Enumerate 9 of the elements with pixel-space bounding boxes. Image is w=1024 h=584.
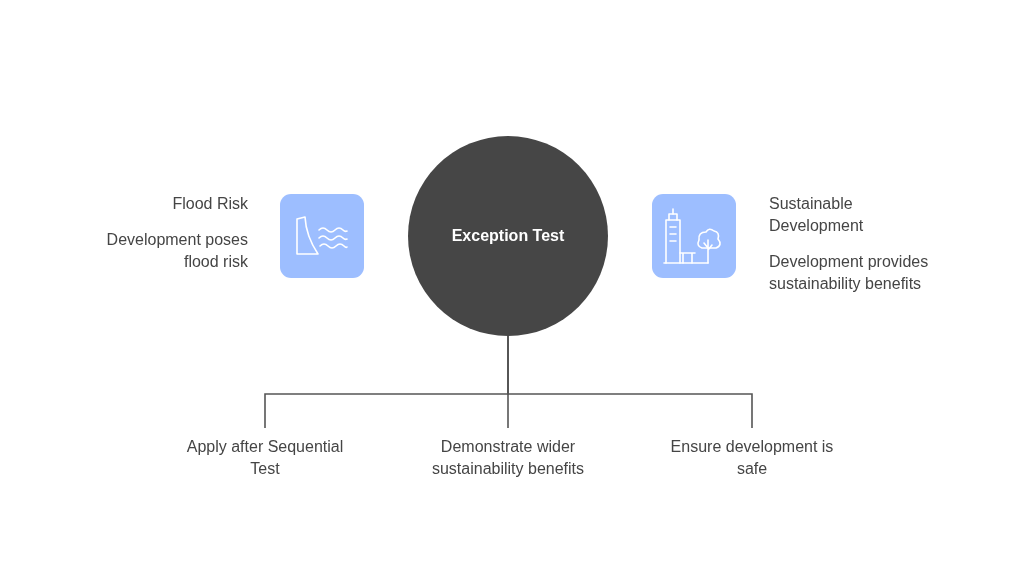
description-text: Development poses flood risk (105, 230, 248, 272)
branch-label: Demonstrate wider sustainability benefits (413, 428, 603, 480)
connector-line (507, 335, 753, 429)
branch-label: Apply after Sequential Test (170, 428, 360, 480)
branch-label: Ensure development is safe (657, 428, 847, 480)
description-text: Development provides sustainability benefits (769, 252, 930, 294)
node-title: Exception Test (450, 226, 566, 246)
heading-text: Sustainable Development (769, 194, 865, 236)
heading-text: Flood Risk (171, 194, 248, 214)
